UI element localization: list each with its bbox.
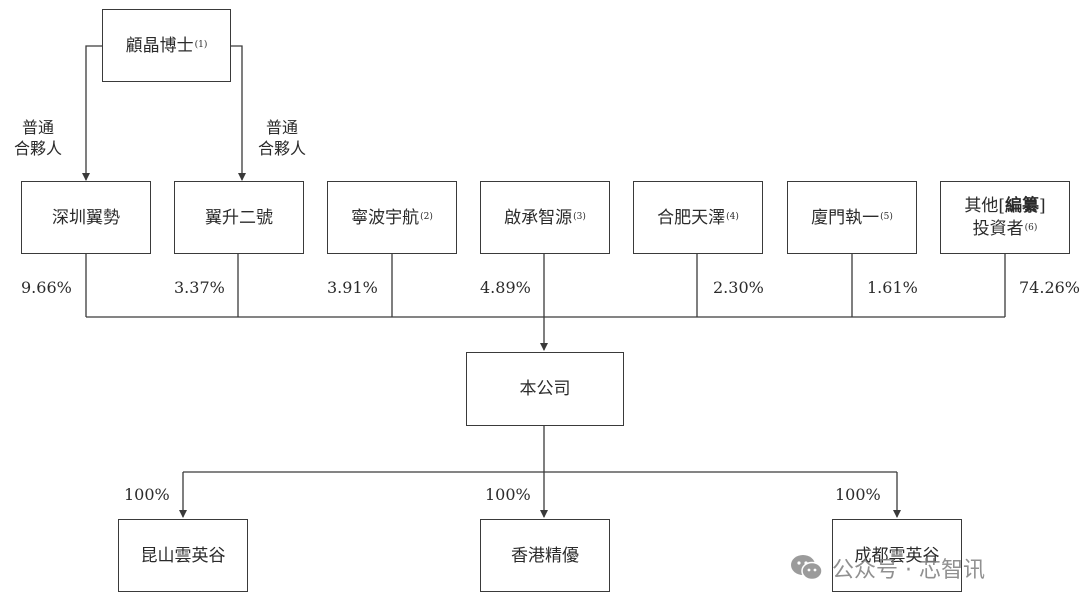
- shareholder-name: 合肥天澤: [657, 208, 726, 228]
- company-box: 本公司: [466, 352, 624, 426]
- shareholder-box-1: 深圳翼勢: [21, 181, 151, 254]
- shareholder-name: 廈門執一: [811, 208, 880, 228]
- subsidiary-name: 成都雲英谷: [854, 545, 940, 566]
- top-holder-note: (1): [194, 40, 208, 50]
- shareholder-name: 深圳翼勢: [52, 207, 120, 228]
- shareholder-note: (5): [880, 212, 893, 222]
- shareholder-note: (4): [726, 212, 739, 222]
- subsidiary-box-1: 昆山雲英谷: [118, 519, 248, 592]
- watermark-text: 公众号 · 芯智讯: [832, 558, 985, 583]
- shareholder-box-5: 合肥天澤(4): [633, 181, 763, 254]
- sub-pct-label-3: 100%: [835, 485, 881, 504]
- pct-label-1: 9.66%: [21, 278, 72, 297]
- shareholder-note: (2): [420, 212, 433, 222]
- shareholder-name: 寧波宇航: [351, 208, 420, 228]
- shareholder-name: 啟承智源: [504, 208, 573, 228]
- relation-label-right: 普通 合夥人: [257, 118, 306, 158]
- subsidiary-box-3: 成都雲英谷: [832, 519, 962, 592]
- company-name: 本公司: [519, 379, 571, 399]
- pct-label-7: 74.26%: [1019, 278, 1080, 297]
- shareholder-box-2: 翼升二號: [174, 181, 304, 254]
- top-holder-box: 顧晶博士(1): [102, 9, 231, 82]
- shareholder-name: 翼升二號: [205, 207, 273, 228]
- pct-label-2: 3.37%: [174, 278, 225, 297]
- sub-pct-label-1: 100%: [124, 485, 170, 504]
- pct-label-4: 4.89%: [480, 278, 531, 297]
- gp-line-right: [231, 45, 246, 181]
- shareholder-box-4: 啟承智源(3): [480, 181, 610, 254]
- gp-line-left: [82, 45, 102, 181]
- sub-pct-label-2: 100%: [485, 485, 531, 504]
- top-holder-name: 顧晶博士: [125, 36, 194, 56]
- wechat-icon: [791, 555, 823, 581]
- pct-label-3: 3.91%: [327, 278, 378, 297]
- watermark: 公众号 · 芯智讯: [790, 552, 985, 584]
- shareholder-box-7: 其他[編纂] 投資者(6): [940, 181, 1070, 254]
- relation-label-left: 普通 合夥人: [13, 118, 62, 158]
- shareholder-box-3: 寧波宇航(2): [327, 181, 457, 254]
- shareholder-note: (3): [573, 212, 586, 222]
- subsidiary-name: 香港精優: [511, 545, 579, 566]
- shareholder-box-6: 廈門執一(5): [787, 181, 917, 254]
- pct-label-5: 2.30%: [713, 278, 764, 297]
- pct-label-6: 1.61%: [867, 278, 918, 297]
- subsidiary-box-2: 香港精優: [480, 519, 610, 592]
- shareholder-note: (6): [1024, 223, 1038, 233]
- subsidiary-name: 昆山雲英谷: [140, 545, 226, 566]
